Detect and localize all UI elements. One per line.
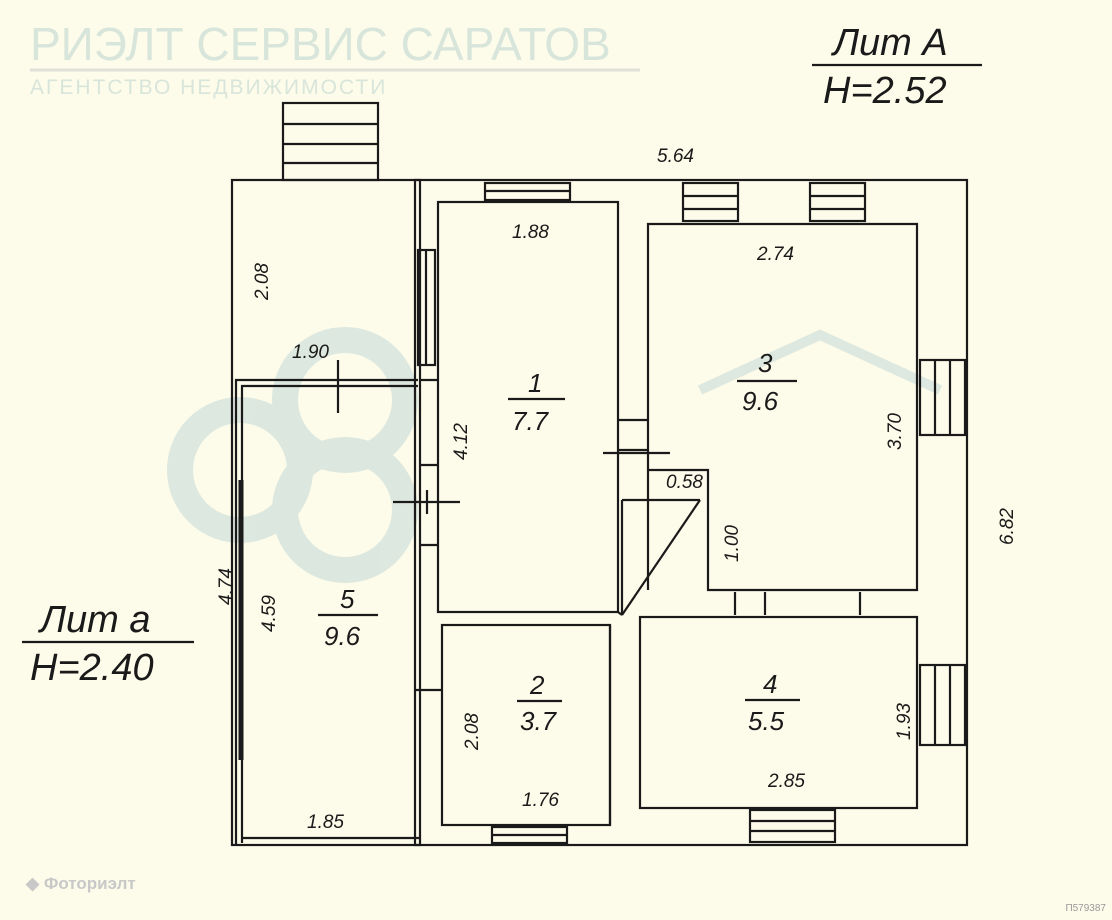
room-1-number: 1 [528, 368, 542, 398]
lit-a-height: H=2.40 [30, 647, 154, 689]
dim-vestibule-width: 1.90 [292, 342, 329, 363]
dim-room3-width: 2.74 [756, 244, 794, 265]
dim-room2-width: 1.76 [522, 790, 559, 811]
dim-vestibule-length: 2.08 [252, 263, 273, 301]
footer-source: ◆ Фоториэлт [26, 874, 136, 894]
dim-room2-length: 2.08 [462, 713, 483, 751]
walls [22, 63, 982, 847]
dim-overall-width: 5.64 [657, 146, 694, 167]
room-4-area: 5.5 [748, 706, 785, 736]
room-1-area: 7.7 [512, 406, 550, 436]
room-4-number: 4 [763, 669, 777, 699]
dim-room1-length: 4.12 [451, 423, 472, 460]
dim-overall-depth: 6.82 [997, 508, 1018, 545]
room-2-number: 2 [529, 670, 545, 700]
watermark-logo [167, 327, 943, 583]
dim-stair-length: 1.00 [722, 525, 743, 562]
source-logo-icon: ◆ [26, 874, 40, 893]
room-5-number: 5 [340, 584, 355, 614]
watermark-tagline: АГЕНТСТВО НЕДВИЖИМОСТИ [30, 76, 387, 99]
dim-room5-length: 4.59 [259, 595, 280, 632]
dim-room4-length: 1.93 [894, 703, 915, 740]
room-3-number: 3 [758, 348, 773, 378]
room-5-area: 9.6 [324, 621, 361, 651]
footer-source-label: Фоториэлт [43, 874, 136, 893]
lit-a-label: Лит а [37, 599, 151, 641]
dim-room5-width: 1.85 [307, 812, 344, 833]
watermark-company: РИЭЛТ СЕРВИС САРАТОВ [30, 18, 611, 70]
dim-room4-width: 2.85 [767, 771, 805, 792]
dim-lit-a-length: 4.74 [216, 568, 237, 605]
footer-listing-id: П579387 [1065, 903, 1106, 914]
lit-A-height: H=2.52 [823, 70, 947, 112]
dim-stair-width: 0.58 [666, 472, 703, 493]
lit-A-label: Лит А [830, 22, 948, 64]
dim-room3-length: 3.70 [885, 413, 906, 450]
room-2-area: 3.7 [520, 706, 558, 736]
dim-room1-width: 1.88 [512, 222, 549, 243]
room-3-area: 9.6 [742, 386, 779, 416]
watermark-text: РИЭЛТ СЕРВИС САРАТОВ АГЕНТСТВО НЕДВИЖИМО… [30, 18, 640, 99]
